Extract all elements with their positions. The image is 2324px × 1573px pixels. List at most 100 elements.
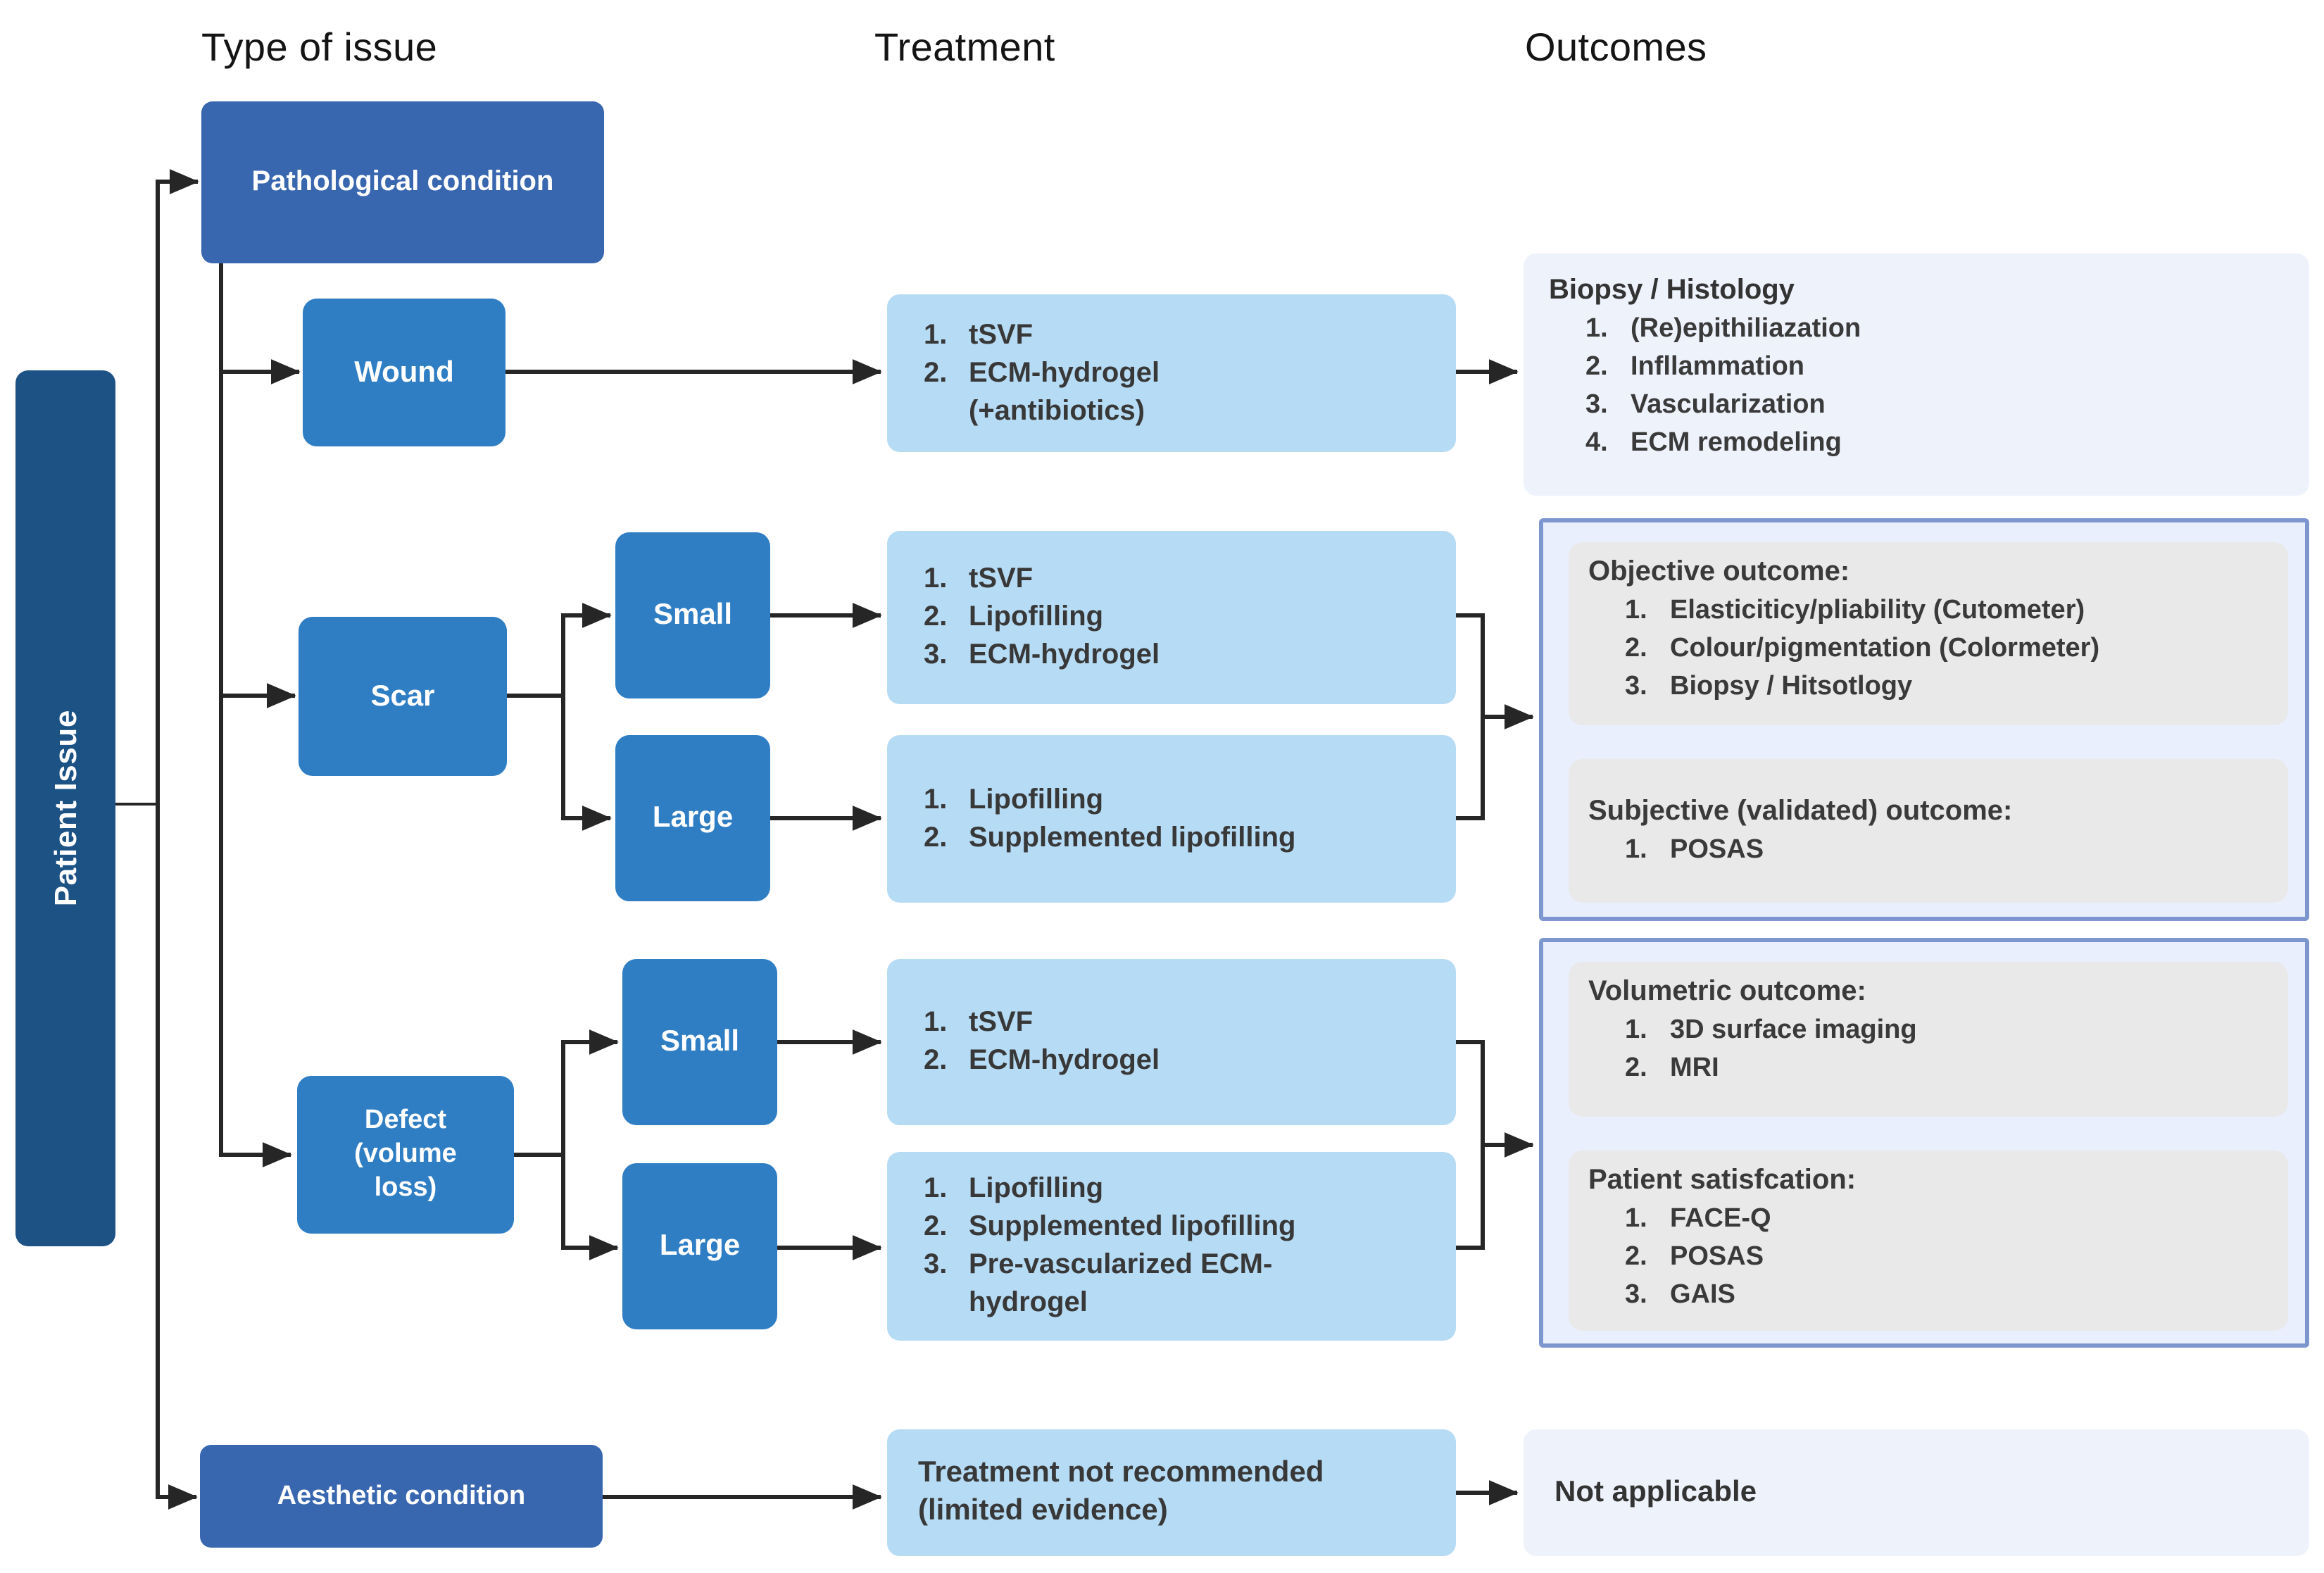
treatment-item: 1. tSVF	[912, 1004, 1431, 1042]
item-text: Pre-vascularized ECM- hydrogel	[969, 1249, 1273, 1318]
scar-small-label: Small	[653, 599, 733, 631]
defect-small-label: Small	[660, 1025, 740, 1058]
outcome-item: 2.MRI	[1588, 1049, 2268, 1087]
item-number: 2.	[924, 1211, 948, 1242]
defect-box: Defect (volume loss)	[297, 1076, 514, 1234]
scar-label: Scar	[370, 679, 435, 712]
item-text: FACE-Q	[1670, 1204, 1771, 1234]
treatment-item: 2. Supplemented lipofilling	[912, 1208, 1431, 1246]
treatment-defect-small-box: 1. tSVF 2. ECM-hydrogel	[887, 959, 1456, 1125]
outcome-not-applicable-box: Not applicable	[1524, 1429, 2309, 1556]
item-number: 2.	[924, 1045, 948, 1076]
outcome-defect-volumetric-panel: Volumetric outcome: 1. 3D surface imaging…	[1569, 962, 2288, 1117]
item-text: Lipofilling	[969, 1173, 1104, 1204]
treatment-item: 2. ECM-hydrogel	[912, 1042, 1431, 1080]
outcome-wound-title: Biopsy / Histology	[1549, 275, 1795, 306]
item-number: 1.	[924, 563, 948, 594]
item-number: 2.	[1625, 1242, 1647, 1272]
wound-box: Wound	[303, 299, 505, 446]
defect-label: Defect (volume loss)	[354, 1105, 457, 1203]
treatment-scar-small-box: 1. tSVF 2. Lipofilling 3. ECM-hydrogel	[887, 531, 1456, 704]
outcome-item: 4.ECM remodeling	[1549, 424, 2284, 462]
treatment-item: 1.tSVF	[912, 316, 1431, 354]
outcome-item: 1.POSAS	[1588, 831, 2268, 869]
item-number: 1.	[924, 1173, 948, 1204]
treatment-aesthetic-box: Treatment not recommended (limited evide…	[887, 1429, 1456, 1556]
item-number: 3.	[924, 639, 948, 670]
outcome-defect-volumetric-title: Volumetric outcome:	[1588, 976, 1866, 1007]
outcome-defect-satisfaction-panel: Patient satisfcation: 1. FACE-Q 2. POSAS 3…	[1569, 1151, 2288, 1331]
column-header-treatment: Treatment	[874, 25, 1055, 69]
item-text: Infllammation	[1631, 352, 1805, 382]
outcome-defect-satisfaction-title: Patient satisfcation:	[1588, 1165, 1857, 1196]
patient-issue-label: Patient Issue	[47, 710, 82, 907]
item-number: 2.	[924, 822, 948, 853]
item-number: 2.	[1625, 1053, 1647, 1083]
treatment-item: 1.Lipofilling	[912, 781, 1431, 819]
connector-trunk-to-pathological	[156, 169, 199, 806]
defect-small-box: Small	[622, 959, 777, 1125]
pathological-condition-box: Pathological condition	[201, 101, 604, 263]
item-number: 1.	[1585, 314, 1608, 344]
item-text: tSVF	[969, 319, 1034, 350]
treatment-wound-box: 1.tSVF 2. ECM-hydrogel (+antibiotics)	[887, 294, 1456, 452]
aesthetic-condition-box: Aesthetic condition	[200, 1445, 603, 1548]
scar-box: Scar	[299, 617, 507, 776]
item-text: Supplemented lipofilling	[969, 822, 1296, 853]
item-text: Lipofilling	[969, 601, 1104, 632]
column-header-outcomes: Outcomes	[1525, 25, 1707, 69]
treatment-aesthetic-label: Treatment not recommended (limited evide…	[918, 1456, 1324, 1527]
scar-large-box: Large	[615, 735, 770, 901]
treatment-scar-large-box: 1.Lipofilling 2. Supplemented lipofilling	[887, 735, 1456, 903]
defect-large-label: Large	[659, 1229, 741, 1262]
outcome-item: 1.(Re)epithiliazation	[1549, 310, 2284, 348]
item-text: tSVF	[969, 563, 1034, 594]
outcome-item: 3. Biopsy / Hitsotlogy	[1588, 668, 2268, 706]
item-text: Supplemented lipofilling	[969, 1211, 1296, 1242]
item-text: ECM-hydrogel	[969, 1045, 1160, 1076]
item-text: ECM-hydrogel (+antibiotics)	[969, 357, 1160, 426]
item-number: 2.	[1585, 352, 1608, 382]
item-number: 1.	[1625, 1015, 1647, 1045]
item-number: 3.	[1625, 672, 1647, 701]
scar-large-label: Large	[652, 801, 734, 834]
outcome-scar-subjective-panel: Subjective (validated) outcome: 1.POSAS	[1569, 759, 2288, 903]
item-text: Biopsy / Hitsotlogy	[1670, 672, 1913, 701]
item-text: POSAS	[1670, 1242, 1764, 1272]
outcome-item: 2. Infllammation	[1549, 348, 2284, 386]
item-text: GAIS	[1670, 1280, 1735, 1310]
pathological-condition-label: Pathological condition	[251, 166, 554, 197]
outcome-item: 2. POSAS	[1588, 1238, 2268, 1276]
treatment-item: 3.Pre-vascularized ECM- hydrogel	[912, 1246, 1431, 1322]
item-text: tSVF	[969, 1007, 1034, 1038]
outcome-scar-objective-panel: Objective outcome: 1.Elasticiticy/pliabi…	[1569, 542, 2288, 725]
outcome-scar-subjective-title: Subjective (validated) outcome:	[1588, 796, 2013, 827]
item-number: 3.	[1585, 390, 1608, 420]
wound-label: Wound	[354, 356, 454, 388]
treatment-item: 1. tSVF	[912, 560, 1431, 599]
item-number: 2.	[924, 601, 948, 632]
item-number: 1.	[924, 1007, 948, 1038]
item-text: Elasticiticy/pliability (Cutometer)	[1670, 596, 2085, 625]
patient-issue-box: Patient Issue	[15, 370, 115, 1246]
treatment-defect-large-box: 1. Lipofilling 2. Supplemented lipofilling…	[887, 1152, 1456, 1341]
defect-large-box: Large	[622, 1163, 777, 1329]
item-text: POSAS	[1670, 835, 1764, 865]
treatment-item: 3. ECM-hydrogel	[912, 637, 1431, 675]
outcome-item: 2. Colour/pigmentation (Colormeter)	[1588, 629, 2268, 668]
item-text: ECM-hydrogel	[969, 639, 1160, 670]
column-header-type-of-issue: Type of issue	[201, 25, 438, 69]
outcome-wound-box: Biopsy / Histology 1.(Re)epithiliazation…	[1524, 253, 2309, 496]
treatment-item: 2. Supplemented lipofilling	[912, 819, 1431, 857]
item-number: 1.	[1625, 1204, 1647, 1234]
scar-small-box: Small	[615, 532, 770, 698]
item-text: 3D surface imaging	[1670, 1015, 1917, 1045]
item-number: 3.	[1625, 1280, 1647, 1310]
item-text: Vascularization	[1631, 390, 1826, 420]
item-text: Colour/pigmentation (Colormeter)	[1670, 634, 2100, 663]
outcome-scar-objective-title: Objective outcome:	[1588, 556, 1850, 587]
item-number: 2.	[1625, 634, 1647, 663]
outcome-item: 1. FACE-Q	[1588, 1200, 2268, 1238]
item-number: 2.	[924, 357, 948, 388]
